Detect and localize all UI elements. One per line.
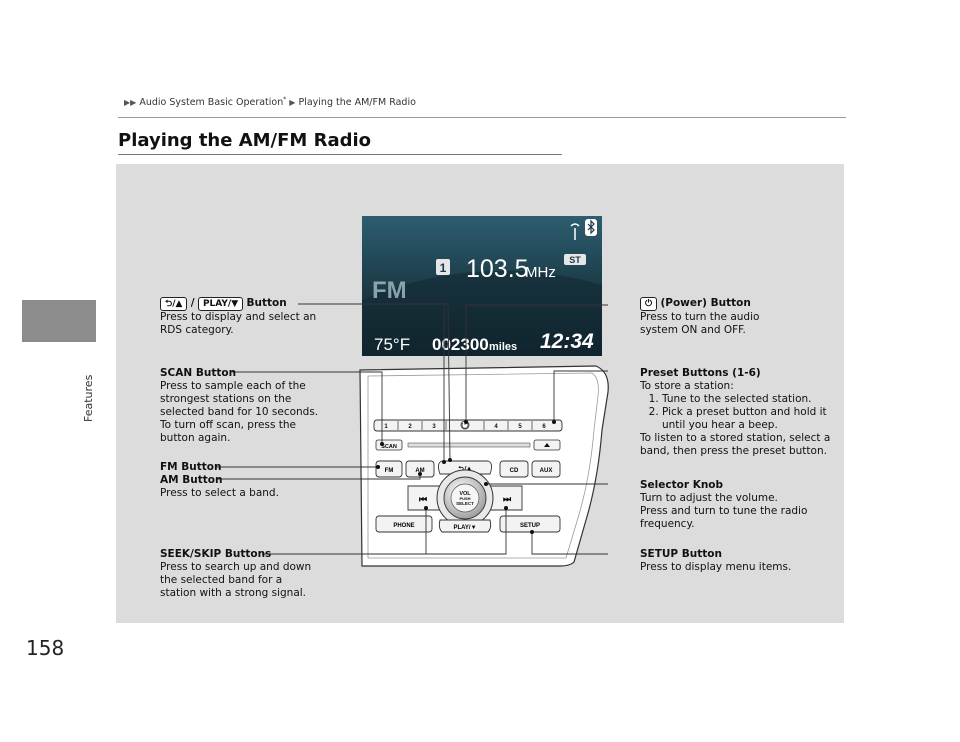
display-unit: MHz [525, 264, 556, 281]
am-button-label: AM [415, 468, 424, 474]
breadcrumb-current: Playing the AM/FM Radio [298, 97, 416, 109]
display-odometer-unit: miles [489, 341, 517, 353]
scan-button-callout: SCAN Button Press to sample each of the … [160, 367, 319, 444]
power-button-callout: ⏻ (Power) Button Press to turn the audio… [640, 297, 760, 336]
seek-buttons-callout: SEEK/SKIP Buttons Press to search up and… [160, 548, 312, 599]
preset-button-6[interactable]: 6 [542, 424, 546, 430]
preset-buttons-callout: Preset Buttons (1-6) To store a station:… [640, 367, 840, 458]
fm-callout-title: FM Button [160, 461, 222, 473]
preset-button-1[interactable]: 1 [384, 424, 388, 430]
callout-lines [216, 303, 608, 555]
setup-callout-title: SETUP Button [640, 548, 722, 560]
scan-button-label: SCAN [381, 444, 397, 450]
breadcrumb-parent[interactable]: Audio System Basic Operation [139, 97, 284, 109]
display-preset: 1 [440, 261, 447, 275]
callout-dots [376, 420, 556, 534]
cd-button[interactable] [499, 460, 529, 478]
setup-button-label: SETUP [520, 523, 540, 529]
phone-button[interactable] [375, 515, 433, 533]
category-up-button[interactable] [437, 460, 493, 475]
scan-callout-title: SCAN Button [160, 367, 237, 379]
section-tab [22, 300, 96, 342]
display-frequency: 103.5 [466, 255, 529, 283]
title-rule [118, 154, 562, 155]
signal-icon [570, 223, 580, 240]
seek-callout-title: SEEK/SKIP Buttons [160, 548, 272, 560]
page-number: 158 [26, 636, 65, 660]
play-down-button[interactable] [438, 519, 492, 533]
display-odometer: 002300 [432, 335, 489, 354]
breadcrumb-arrow-icon: ▶ [289, 98, 296, 108]
preset-button-5[interactable]: 5 [518, 424, 522, 430]
aux-button-label: AUX [540, 468, 553, 474]
category-button-callout: ⮌/▲ / PLAY/▼ Button Press to display and… [160, 297, 317, 336]
category-up-icon: ⮌/▲ [458, 465, 472, 473]
knob-label-select: SELECT [456, 501, 474, 506]
phone-button-label: PHONE [393, 523, 414, 529]
cd-button-label: CD [510, 468, 519, 474]
category-button-title: Button [246, 297, 287, 309]
bluetooth-icon [585, 219, 597, 236]
preset-indicator [436, 259, 450, 275]
breadcrumb-arrow-icon: ▶▶ [124, 98, 137, 108]
display-clock: 12:34 [540, 330, 594, 353]
play-down-key: PLAY/▼ [197, 297, 244, 311]
seek-forward-icon: ⏭ [503, 495, 512, 505]
knob-callout-title: Selector Knob [640, 479, 724, 491]
preset-callout-title: Preset Buttons (1-6) [640, 367, 761, 379]
knob-label-push: PUSH [459, 496, 470, 501]
aux-button[interactable] [531, 460, 561, 478]
display-band: FM [372, 277, 407, 304]
seek-back-icon: ⏮ [419, 495, 427, 505]
display-stereo: ST [569, 255, 581, 265]
breadcrumb-star: * [283, 96, 287, 103]
play-down-label: PLAY/▼ [453, 525, 476, 531]
back-up-key: ⮌/▲ [160, 297, 188, 311]
preset-button-4[interactable]: 4 [494, 424, 498, 430]
knob-label-vol: VOL [459, 491, 471, 497]
eject-icon [544, 443, 550, 447]
breadcrumb: ▶▶ Audio System Basic Operation* ▶ Playi… [124, 96, 416, 108]
preset-button-3[interactable]: 3 [432, 424, 436, 430]
am-callout-title: AM Button [160, 474, 223, 486]
band-buttons-callout: FM Button AM Button Press to select a ba… [160, 461, 279, 499]
selector-knob-callout: Selector Knob Turn to adjust the volume.… [640, 479, 808, 530]
page-title: Playing the AM/FM Radio [118, 130, 372, 151]
setup-button-callout: SETUP Button Press to display menu items… [640, 548, 792, 573]
fm-button-label: FM [385, 468, 394, 474]
display-temperature: 75°F [374, 335, 410, 354]
power-key-icon: ⏻ [640, 297, 658, 311]
header-rule [118, 117, 846, 118]
power-callout-title: (Power) Button [660, 297, 751, 309]
preset-button-2[interactable]: 2 [408, 424, 412, 430]
fm-button[interactable] [375, 460, 403, 478]
disc-slot [407, 442, 531, 448]
